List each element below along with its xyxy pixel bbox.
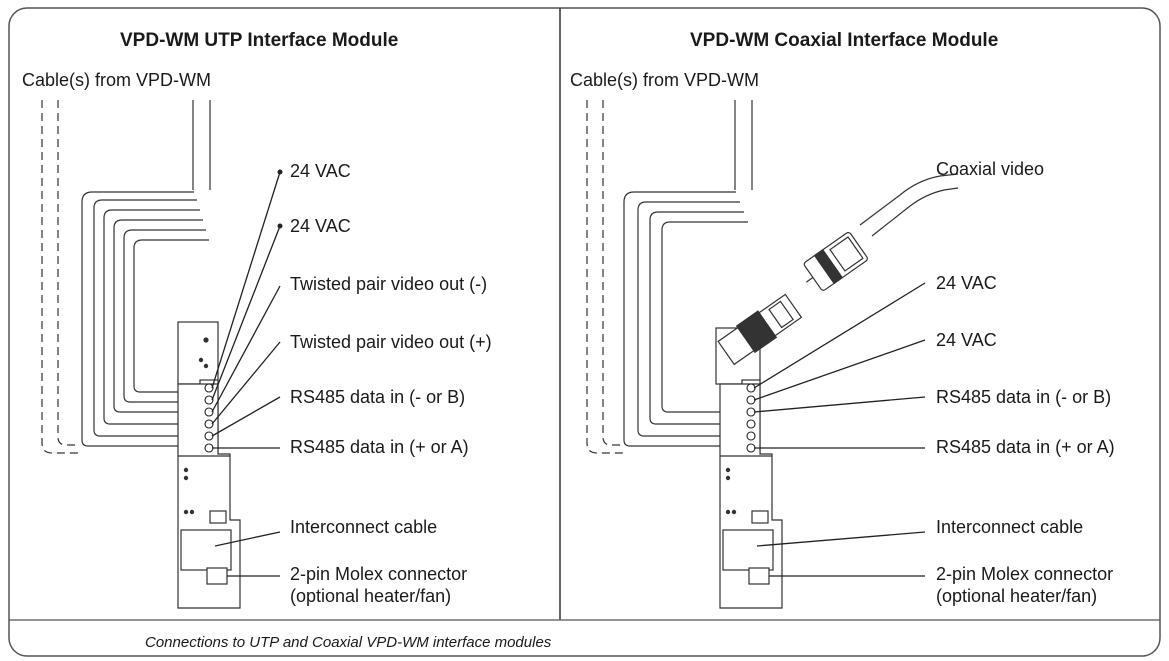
right-label-rs485-b: RS485 data in (- or B) [936, 387, 1112, 407]
right-cable-label: Cable(s) from VPD-WM [570, 70, 760, 90]
left-panel-title: VPD-WM UTP Interface Module [120, 30, 399, 51]
right-label-rs485-a: RS485 data in (+ or A) [936, 437, 1115, 457]
left-drawing [41, 100, 241, 609]
left-label-video-minus: Twisted pair video out (-) [290, 274, 488, 294]
left-cable-label: Cable(s) from VPD-WM [22, 70, 212, 90]
outer-frame [8, 7, 1161, 657]
right-drawing [586, 100, 959, 609]
left-label-molex-note: (optional heater/fan) [290, 586, 452, 606]
left-leaders [211, 171, 281, 577]
right-label-coaxial-video: Coaxial video [936, 159, 1045, 179]
right-panel-title: VPD-WM Coaxial Interface Module [690, 30, 999, 51]
left-label-interconnect: Interconnect cable [290, 517, 438, 537]
right-label-24vac-2: 24 VAC [936, 330, 997, 350]
right-leaders [753, 282, 926, 577]
left-leader-dots [277, 169, 283, 229]
left-label-24vac-1: 24 VAC [290, 161, 351, 181]
figure-caption: Connections to UTP and Coaxial VPD-WM in… [145, 634, 552, 651]
right-label-molex-note: (optional heater/fan) [936, 586, 1098, 606]
right-terminals [746, 383, 756, 453]
left-label-rs485-a: RS485 data in (+ or A) [290, 437, 469, 457]
right-label-molex: 2-pin Molex connector [936, 564, 1114, 584]
right-label-interconnect: Interconnect cable [936, 517, 1084, 537]
left-label-molex: 2-pin Molex connector [290, 564, 468, 584]
left-label-24vac-2: 24 VAC [290, 216, 351, 236]
right-label-24vac-1: 24 VAC [936, 273, 997, 293]
left-terminals [204, 383, 214, 453]
left-label-rs485-b: RS485 data in (- or B) [290, 387, 466, 407]
left-label-video-plus: Twisted pair video out (+) [290, 332, 492, 352]
